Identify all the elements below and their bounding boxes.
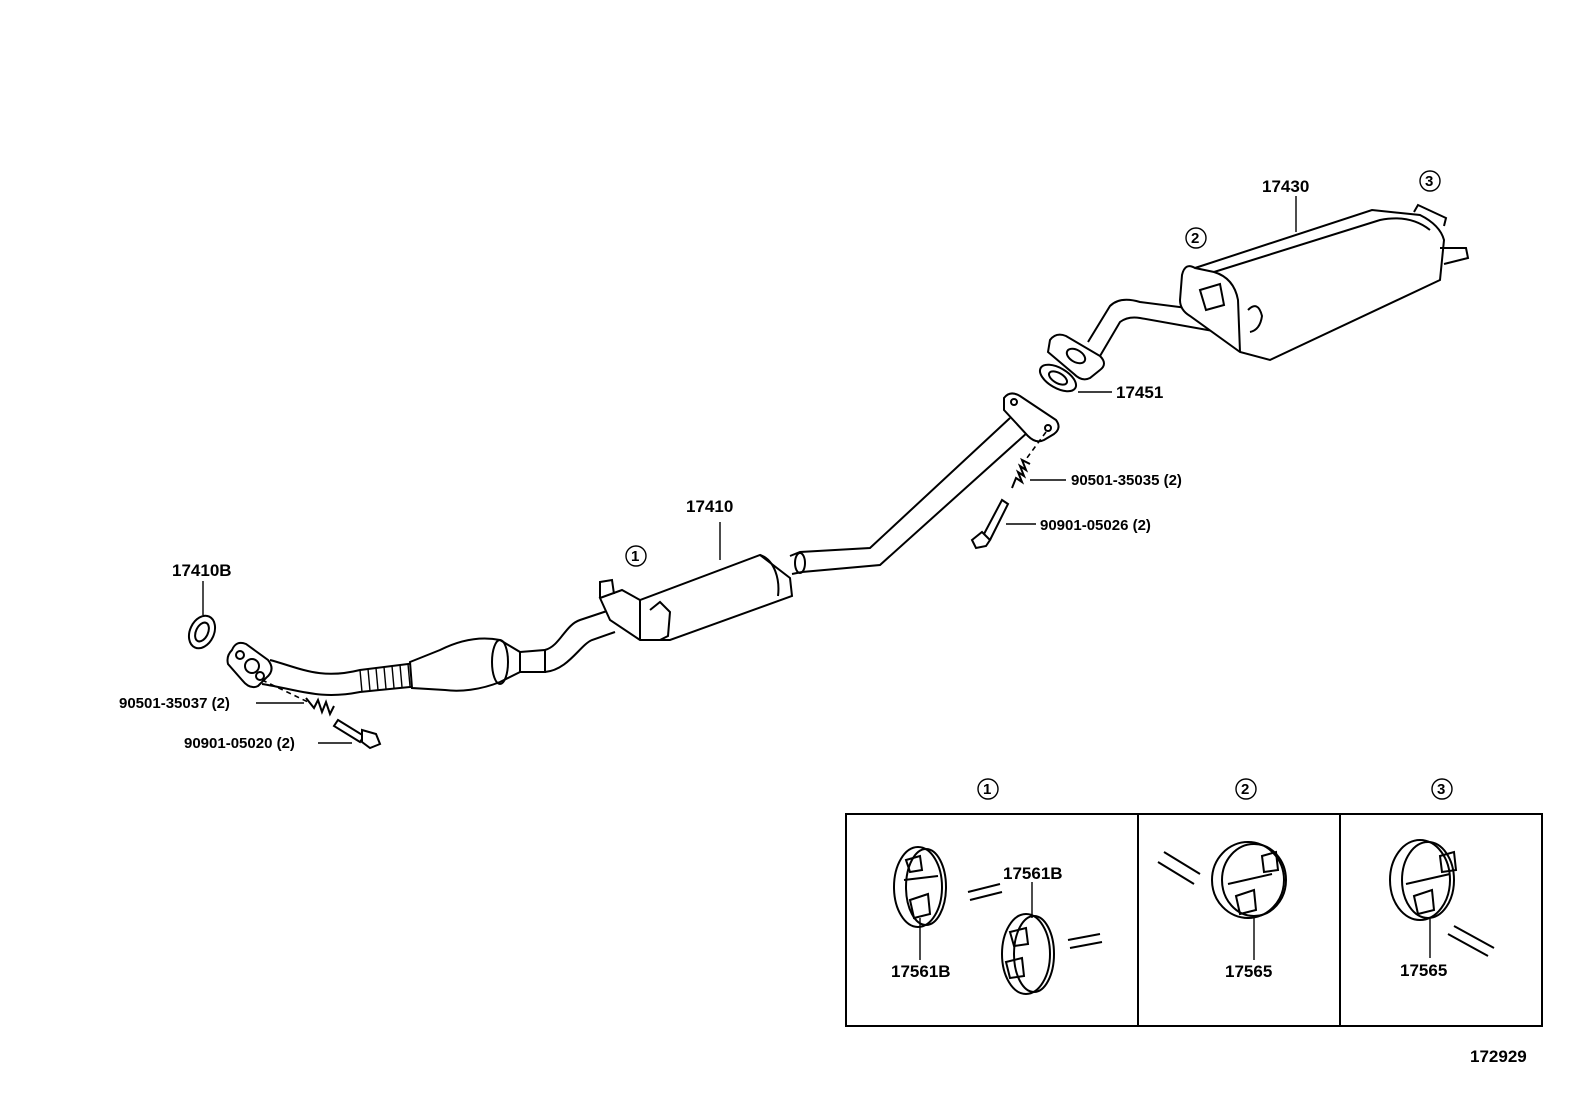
label-90901-05026: 90901-05026 (2) xyxy=(1040,517,1151,534)
spring-90501-35035 xyxy=(1011,431,1047,489)
callout-2-main-text: 2 xyxy=(1191,230,1199,247)
hanger-17561B-a xyxy=(893,846,947,928)
callout-2-main xyxy=(1185,227,1207,249)
callout-3-detail xyxy=(1431,778,1453,800)
bolt-90901-05026 xyxy=(970,498,1010,550)
hanger-17565-a xyxy=(1211,841,1287,919)
catalytic-converter xyxy=(408,637,546,692)
front-flange xyxy=(226,641,273,689)
label-90501-35035: 90501-35035 (2) xyxy=(1071,472,1182,489)
callout-3-detail-text: 3 xyxy=(1437,781,1445,798)
spring-90501-35037 xyxy=(261,679,335,717)
callout-1-detail xyxy=(977,778,999,800)
rod-panel2 xyxy=(1157,851,1201,885)
label-90901-05020: 90901-05020 (2) xyxy=(184,735,295,752)
callout-1-main xyxy=(625,545,647,567)
label-17565-b: 17565 xyxy=(1400,961,1447,980)
front-gasket-17410B xyxy=(187,614,217,650)
callout-1-main-text: 1 xyxy=(631,548,639,565)
figure-number: 172929 xyxy=(1470,1047,1527,1066)
mid-pipe-a xyxy=(544,609,616,673)
label-17410: 17410 xyxy=(686,497,733,516)
label-90501-35037: 90501-35037 (2) xyxy=(119,695,230,712)
bolt-90901-05020 xyxy=(332,718,382,750)
label-17410B: 17410B xyxy=(172,561,232,580)
label-17561B-b: 17561B xyxy=(1003,864,1063,883)
detail-panel-frame xyxy=(845,813,1543,1027)
mid-pipe-b xyxy=(789,417,1029,575)
label-17561B-a: 17561B xyxy=(891,962,951,981)
rod-panel3 xyxy=(1447,925,1495,957)
callout-1-detail-text: 1 xyxy=(983,781,991,798)
label-17430: 17430 xyxy=(1262,177,1309,196)
label-17565-a: 17565 xyxy=(1225,962,1272,981)
callout-3-main xyxy=(1419,170,1441,192)
rod-panel1-a xyxy=(967,883,1003,901)
hanger-17565-b xyxy=(1389,839,1458,921)
hanger-17561B-b xyxy=(1001,913,1055,995)
callout-2-detail xyxy=(1235,778,1257,800)
callout-2-detail-text: 2 xyxy=(1241,781,1249,798)
rear-flange-pipe xyxy=(1003,392,1060,443)
gasket-17451 xyxy=(1038,363,1078,393)
rod-panel1-b xyxy=(1067,933,1103,949)
rear-muffler-17430 xyxy=(1178,203,1470,362)
front-pipe xyxy=(261,659,441,696)
label-17451: 17451 xyxy=(1116,383,1163,402)
center-muffler-17410 xyxy=(598,553,794,641)
tailpipe-flange xyxy=(1046,333,1105,381)
tailpipe xyxy=(1087,298,1251,357)
callout-3-main-text: 3 xyxy=(1425,173,1433,190)
